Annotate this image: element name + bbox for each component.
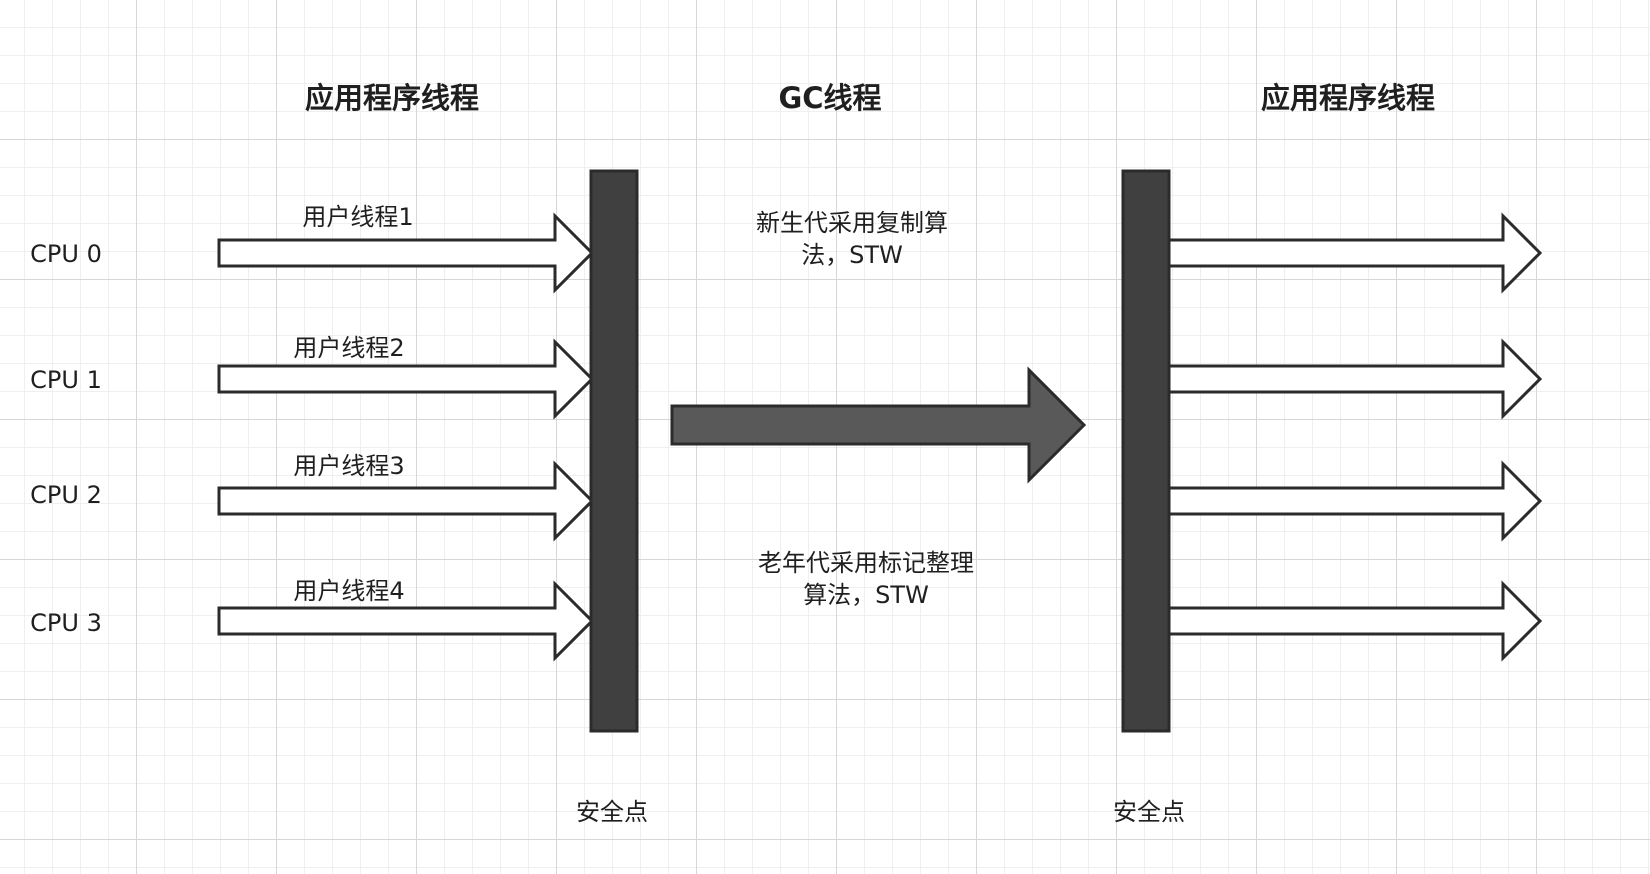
- thread-arrow-out-1: [1166, 338, 1543, 420]
- user-thread-label-2: 用户线程2: [293, 334, 405, 362]
- thread-arrow-in-1: [217, 338, 595, 420]
- user-thread-label-3: 用户线程3: [293, 452, 405, 480]
- note-young-gen-gc: 新生代采用复制算法，STW: [756, 209, 948, 269]
- thread-arrow-out-2: [1166, 460, 1543, 542]
- thread-arrow-in-0: [217, 212, 595, 294]
- safepoint-bar-right: [1121, 169, 1171, 733]
- user-thread-label-1: 用户线程1: [302, 203, 414, 231]
- thread-arrow-out-0: [1166, 212, 1543, 294]
- title-gc-thread: GC线程: [778, 81, 882, 115]
- cpu-label-0: CPU 0: [30, 240, 102, 268]
- user-thread-label-4: 用户线程4: [293, 577, 405, 605]
- thread-arrow-in-2: [217, 460, 595, 542]
- cpu-label-2: CPU 2: [30, 481, 102, 509]
- note-old-gen-gc: 老年代采用标记整理算法，STW: [758, 549, 974, 609]
- thread-arrow-in-3: [217, 580, 595, 662]
- title-app-threads-right: 应用程序线程: [1260, 81, 1436, 115]
- safepoint-label-left: 安全点: [576, 798, 648, 826]
- title-app-threads-left: 应用程序线程: [304, 81, 480, 115]
- cpu-label-3: CPU 3: [30, 609, 102, 637]
- gc-thread-arrow: [670, 366, 1087, 484]
- thread-arrow-out-3: [1166, 580, 1543, 662]
- cpu-label-1: CPU 1: [30, 366, 102, 394]
- safepoint-label-right: 安全点: [1113, 798, 1185, 826]
- safepoint-bar-left: [589, 169, 639, 733]
